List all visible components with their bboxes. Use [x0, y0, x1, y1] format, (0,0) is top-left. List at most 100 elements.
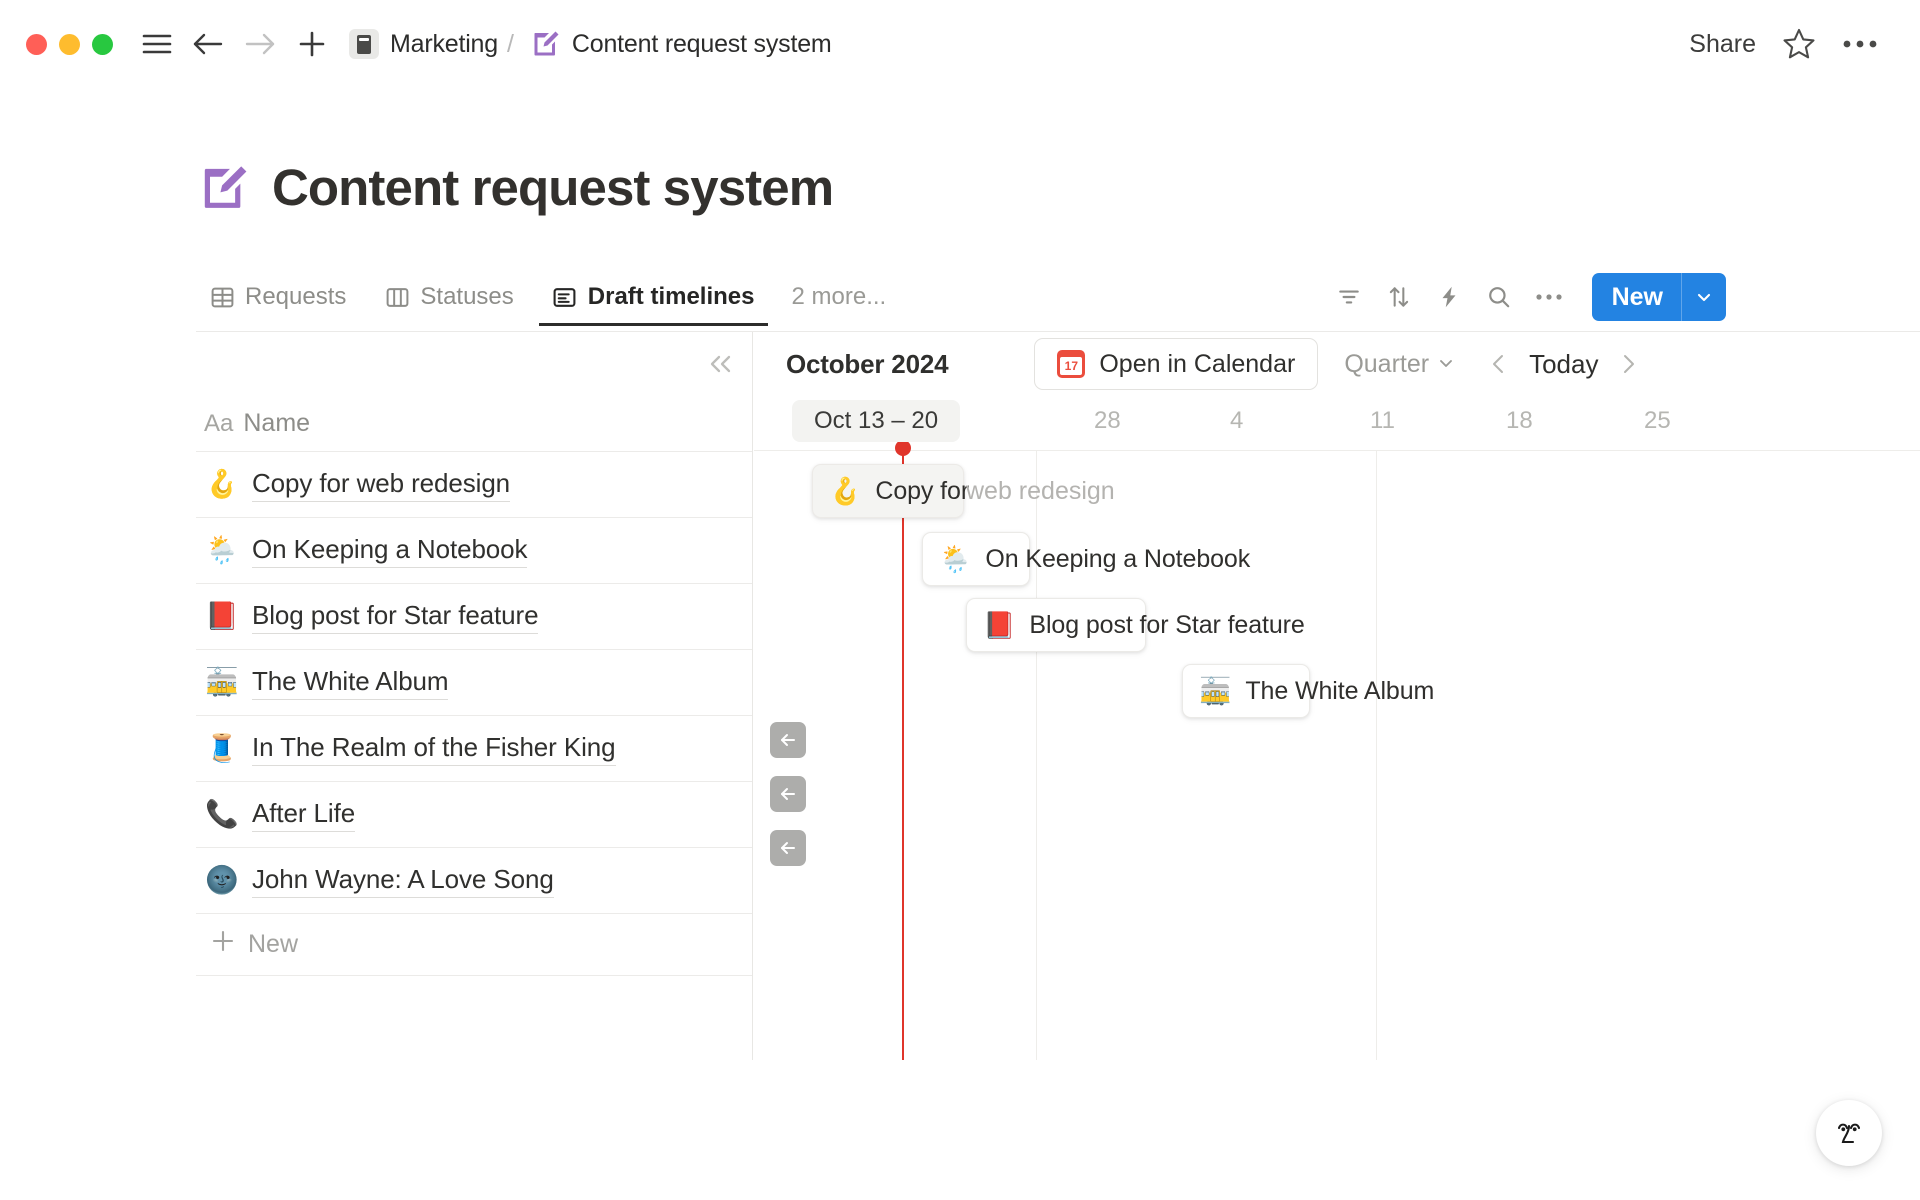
jump-to-item-button[interactable] [770, 722, 806, 758]
tab-label: Statuses [420, 283, 514, 310]
item-name[interactable]: In The Realm of the Fisher King [252, 732, 616, 766]
lightning-icon[interactable] [1426, 274, 1472, 320]
item-name[interactable]: Copy for web redesign [252, 468, 510, 502]
new-button-divider [1681, 273, 1682, 321]
add-new-row-label: New [248, 930, 299, 958]
breadcrumb-workspace[interactable]: Marketing [390, 29, 498, 58]
bar-label: The White Album [1245, 676, 1435, 705]
item-emoji: 🚋 [205, 667, 239, 697]
bar-label: Copy for [875, 476, 970, 505]
item-emoji: 📕 [205, 601, 239, 631]
today-marker-dot [895, 440, 911, 456]
tabs-underline [196, 331, 1920, 332]
item-name[interactable]: The White Album [252, 666, 449, 700]
close-button[interactable] [26, 33, 47, 55]
item-name[interactable]: On Keeping a Notebook [252, 534, 528, 568]
share-button[interactable]: Share [1689, 29, 1756, 58]
timeline-panel: October 2024 17 Open in Calendar Quarter… [754, 332, 1920, 1060]
chevron-down-icon[interactable] [1682, 273, 1726, 321]
list-item[interactable]: 📞 After Life [196, 782, 752, 848]
timeline-range-pill[interactable]: Oct 13 – 20 [792, 400, 961, 442]
list-panel-top [196, 332, 752, 396]
tabs-overflow-button[interactable]: 2 more... [791, 283, 887, 310]
board-icon [384, 284, 410, 310]
grid-line [1036, 450, 1037, 1060]
today-button[interactable]: Today [1529, 348, 1599, 379]
jump-to-item-button[interactable] [770, 776, 806, 812]
timeline-bar[interactable]: 🌦️ On Keeping a Notebook [922, 532, 1250, 586]
star-icon[interactable] [1782, 27, 1816, 61]
timeline-bar[interactable]: 🚋 The White Album [1182, 664, 1434, 718]
tab-statuses[interactable]: Statuses [371, 268, 526, 326]
list-item[interactable]: 🪝 Copy for web redesign [196, 452, 752, 518]
item-name[interactable]: Blog post for Star feature [252, 600, 539, 634]
chevron-left-icon[interactable] [1481, 344, 1517, 384]
ellipsis-icon[interactable] [1526, 274, 1572, 320]
new-button[interactable]: New [1591, 273, 1726, 321]
memo-icon[interactable] [196, 161, 250, 215]
item-name[interactable]: After Life [252, 798, 355, 832]
tab-label: Draft timelines [587, 283, 755, 310]
timeline-bar[interactable]: 🪝 Copy for [812, 464, 969, 518]
view-tabs-bar: Requests Statuses [196, 268, 1726, 332]
open-in-calendar-button[interactable]: 17 Open in Calendar [1034, 338, 1319, 390]
timeline-bar[interactable]: 📕 Blog post for Star feature [966, 598, 1305, 652]
sort-icon[interactable] [1376, 274, 1422, 320]
column-header-name[interactable]: Aa Name [196, 396, 752, 452]
item-name[interactable]: John Wayne: A Love Song [252, 864, 554, 898]
tab-draft-timelines[interactable]: Draft timelines [538, 268, 768, 326]
add-new-row-button[interactable]: New [196, 914, 752, 976]
assistant-face-icon[interactable] [1816, 1100, 1882, 1166]
timeline-header: October 2024 17 Open in Calendar Quarter… [754, 332, 1920, 396]
arrow-left-icon[interactable] [185, 22, 231, 66]
bar-emoji: 📕 [983, 610, 1016, 640]
hamburger-icon[interactable] [135, 22, 179, 66]
tab-requests[interactable]: Requests [196, 268, 359, 326]
bar-label: On Keeping a Notebook [985, 544, 1251, 573]
bar-label: Blog post for Star feature [1029, 610, 1305, 639]
plus-icon[interactable] [289, 22, 335, 66]
search-icon[interactable] [1476, 274, 1522, 320]
chevrons-left-icon[interactable] [700, 344, 742, 384]
list-item[interactable]: 📕 Blog post for Star feature [196, 584, 752, 650]
open-in-calendar-label: Open in Calendar [1099, 349, 1296, 378]
timeline-tick: 18 [1506, 407, 1533, 434]
timeline-zoom-label: Quarter [1344, 349, 1430, 378]
list-item[interactable]: 🚋 The White Album [196, 650, 752, 716]
timeline-icon [552, 284, 578, 310]
ellipsis-icon[interactable] [1842, 38, 1878, 50]
breadcrumb-separator: / [506, 29, 514, 58]
bar-emoji: 🌦️ [939, 544, 972, 574]
item-emoji: 🌦️ [205, 535, 239, 565]
breadcrumb-page[interactable]: Content request system [571, 29, 832, 58]
bar-emoji: 🪝 [829, 476, 862, 506]
chevron-down-icon [1437, 350, 1455, 379]
today-marker-line [895, 440, 911, 1060]
arrow-right-icon[interactable] [237, 22, 283, 66]
workspace-icon[interactable] [349, 29, 379, 59]
list-item[interactable]: 🌚 John Wayne: A Love Song [196, 848, 752, 914]
column-header-label: Name [243, 409, 311, 437]
list-item[interactable]: 🌦️ On Keeping a Notebook [196, 518, 752, 584]
title-bar: Marketing / Content request system Share [0, 0, 1920, 88]
item-emoji: 🪝 [205, 469, 239, 499]
item-emoji: 📞 [205, 799, 239, 829]
view-toolbar: New [1326, 268, 1726, 326]
jump-to-item-button[interactable] [770, 830, 806, 866]
chevron-right-icon[interactable] [1610, 344, 1646, 384]
filter-icon[interactable] [1326, 274, 1372, 320]
calendar-icon-day: 17 [1060, 357, 1083, 375]
zoom-button[interactable] [92, 33, 113, 55]
minimize-button[interactable] [59, 33, 80, 55]
tab-label: Requests [245, 283, 347, 310]
memo-icon [529, 28, 561, 60]
list-item[interactable]: 🧵 In The Realm of the Fisher King [196, 716, 752, 782]
timeline-grid: web redesign 🪝 Copy for 🌦️ On Keeping a … [754, 440, 1920, 1060]
title-bar-actions: Share [1689, 27, 1890, 61]
column-type-icon: Aa [204, 409, 234, 437]
page-title[interactable]: Content request system [272, 159, 834, 216]
new-button-label: New [1611, 282, 1663, 311]
bar-overflow-text: web redesign [966, 476, 1115, 505]
timeline-zoom-select[interactable]: Quarter [1344, 350, 1455, 379]
